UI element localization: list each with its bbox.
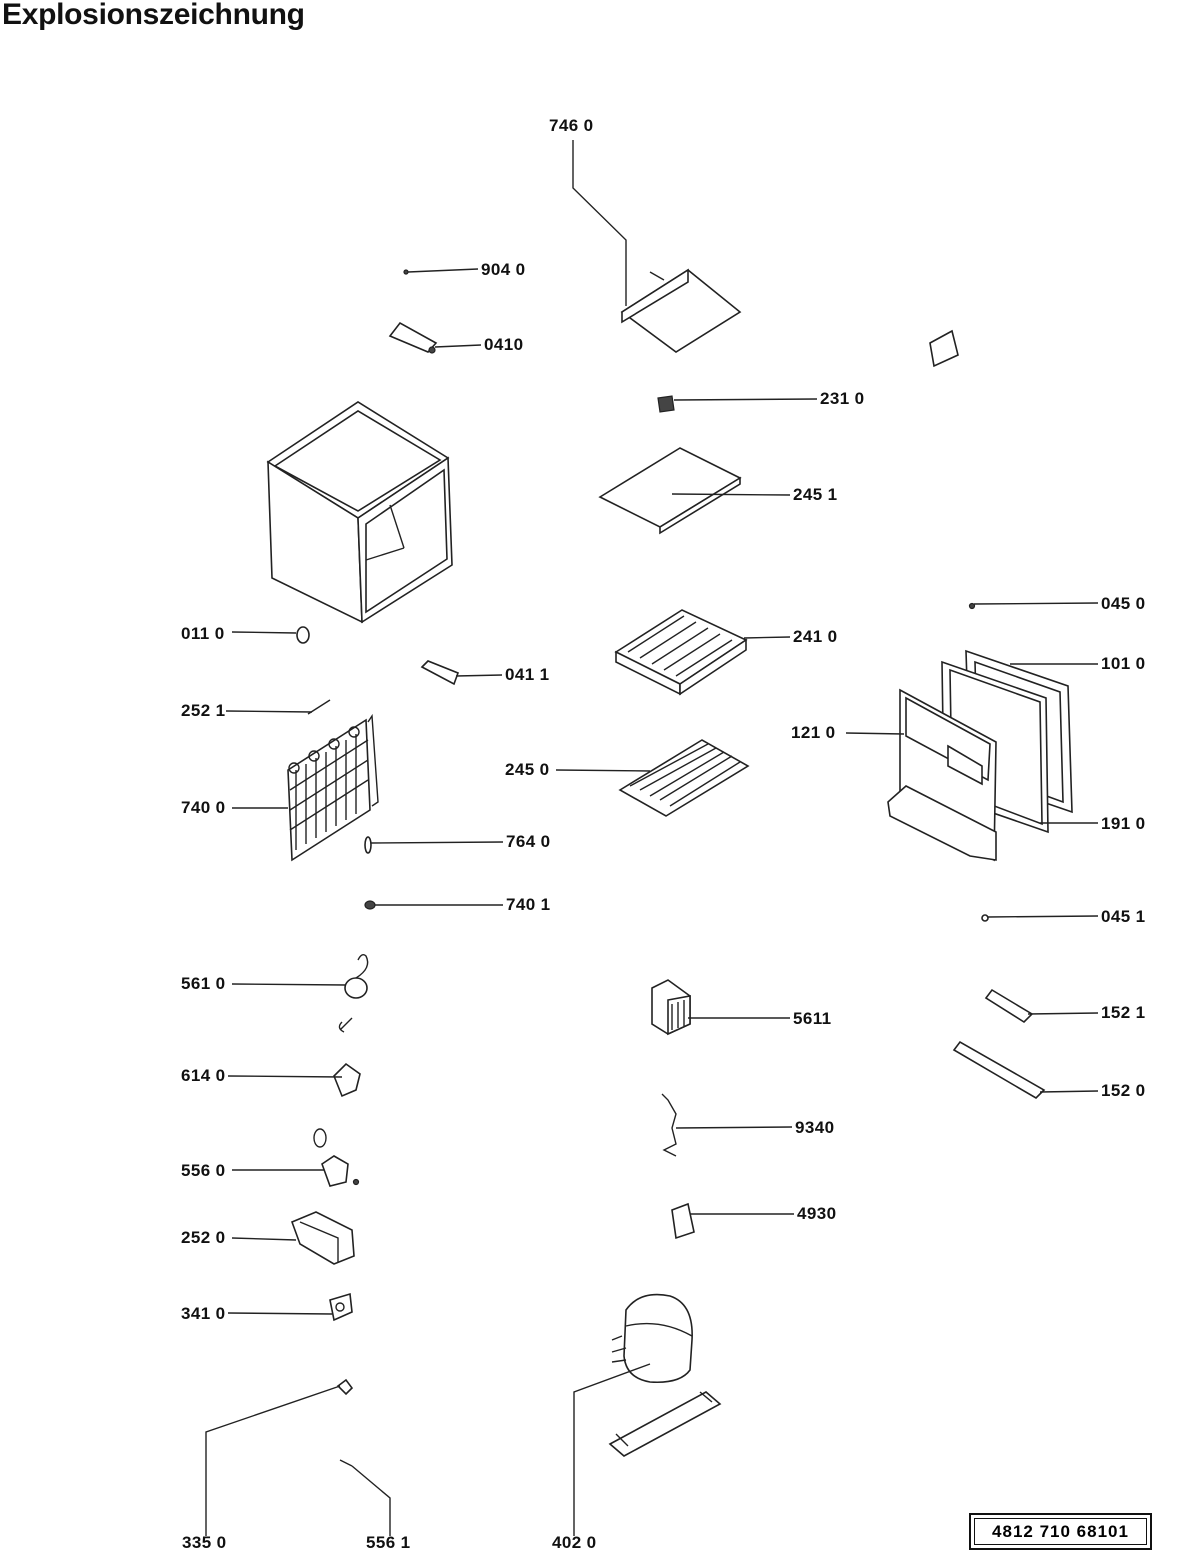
label-746-0: 746 0 bbox=[549, 116, 594, 135]
part-0411: 041 1 bbox=[420, 660, 550, 686]
part-335-0: 335 0 bbox=[182, 1378, 354, 1552]
label-4930: 4930 bbox=[797, 1204, 836, 1223]
part-341-0: 341 0 bbox=[181, 1292, 353, 1323]
part-045-0: 045 0 bbox=[968, 594, 1146, 613]
label-231-0: 231 0 bbox=[820, 389, 865, 408]
part-556-1: 556 1 bbox=[339, 1459, 411, 1552]
part-152-0: 152 0 bbox=[952, 1040, 1146, 1100]
label-402-0: 402 0 bbox=[552, 1533, 597, 1552]
part-5611: 5611 bbox=[651, 979, 831, 1036]
label-614-0: 614 0 bbox=[181, 1066, 226, 1085]
label-764-0: 764 0 bbox=[506, 832, 551, 851]
part-label-plate bbox=[929, 329, 959, 368]
label-191-0: 191 0 bbox=[1101, 814, 1146, 833]
label-556-1: 556 1 bbox=[366, 1533, 411, 1552]
label-121-0: 121 0 bbox=[791, 723, 836, 742]
label-241-0: 241 0 bbox=[793, 627, 838, 646]
label-045-0: 045 0 bbox=[1101, 594, 1146, 613]
part-121-0: 121 0 bbox=[791, 688, 997, 862]
label-0410: 0410 bbox=[484, 335, 523, 354]
part-245-1: 245 1 bbox=[598, 447, 838, 535]
label-740-1: 740 1 bbox=[506, 895, 551, 914]
label-5611: 5611 bbox=[793, 1009, 831, 1028]
label-904-0: 904 0 bbox=[481, 260, 526, 279]
part-764-0: 764 0 bbox=[364, 832, 551, 854]
part-241-0: 241 0 bbox=[614, 609, 838, 696]
label-9340: 9340 bbox=[795, 1118, 834, 1137]
label-152-1: 152 1 bbox=[1101, 1003, 1146, 1022]
part-904-0: 904 0 bbox=[403, 260, 526, 279]
document-number-box: 4812 710 68101 bbox=[969, 1513, 1152, 1550]
part-402-0: 402 0 bbox=[552, 1293, 722, 1552]
part-0410: 0410 bbox=[388, 321, 523, 354]
part-cabinet bbox=[266, 401, 453, 624]
part-9340: 9340 bbox=[661, 1093, 834, 1157]
label-245-1: 245 1 bbox=[793, 485, 838, 504]
part-152-1: 152 1 bbox=[984, 988, 1146, 1024]
label-152-0: 152 0 bbox=[1101, 1081, 1146, 1100]
part-4930: 4930 bbox=[671, 1202, 836, 1240]
part-614-0: 614 0 bbox=[181, 1062, 361, 1098]
label-341-0: 341 0 bbox=[181, 1304, 226, 1323]
part-045-1: 045 1 bbox=[981, 907, 1146, 926]
label-101-0: 101 0 bbox=[1101, 654, 1146, 673]
label-740-0: 740 0 bbox=[181, 798, 226, 817]
label-0411: 041 1 bbox=[505, 665, 550, 684]
part-556-0: 556 0 bbox=[181, 1128, 360, 1187]
part-231-0: 231 0 bbox=[657, 389, 865, 413]
label-252-0: 252 0 bbox=[181, 1228, 226, 1247]
part-740-0: 740 0 bbox=[181, 713, 379, 862]
label-335-0: 335 0 bbox=[182, 1533, 227, 1552]
document-number: 4812 710 68101 bbox=[974, 1518, 1147, 1545]
label-252-1: 252 1 bbox=[181, 701, 226, 720]
label-245-0: 245 0 bbox=[505, 760, 550, 779]
page-title: Explosionszeichnung bbox=[2, 0, 305, 31]
label-045-1: 045 1 bbox=[1101, 907, 1146, 926]
label-011-0: 011 0 bbox=[181, 624, 225, 643]
part-252-1: 252 1 bbox=[181, 699, 331, 720]
part-245-0: 245 0 bbox=[505, 739, 750, 817]
part-011-0: 011 0 bbox=[181, 624, 310, 644]
label-556-0: 556 0 bbox=[181, 1161, 226, 1180]
part-746-0: 746 0 bbox=[549, 116, 742, 353]
part-252-0: 252 0 bbox=[181, 1211, 355, 1265]
part-561-0: 561 0 bbox=[181, 953, 369, 1033]
part-740-1: 740 1 bbox=[364, 895, 551, 914]
label-561-0: 561 0 bbox=[181, 974, 226, 993]
